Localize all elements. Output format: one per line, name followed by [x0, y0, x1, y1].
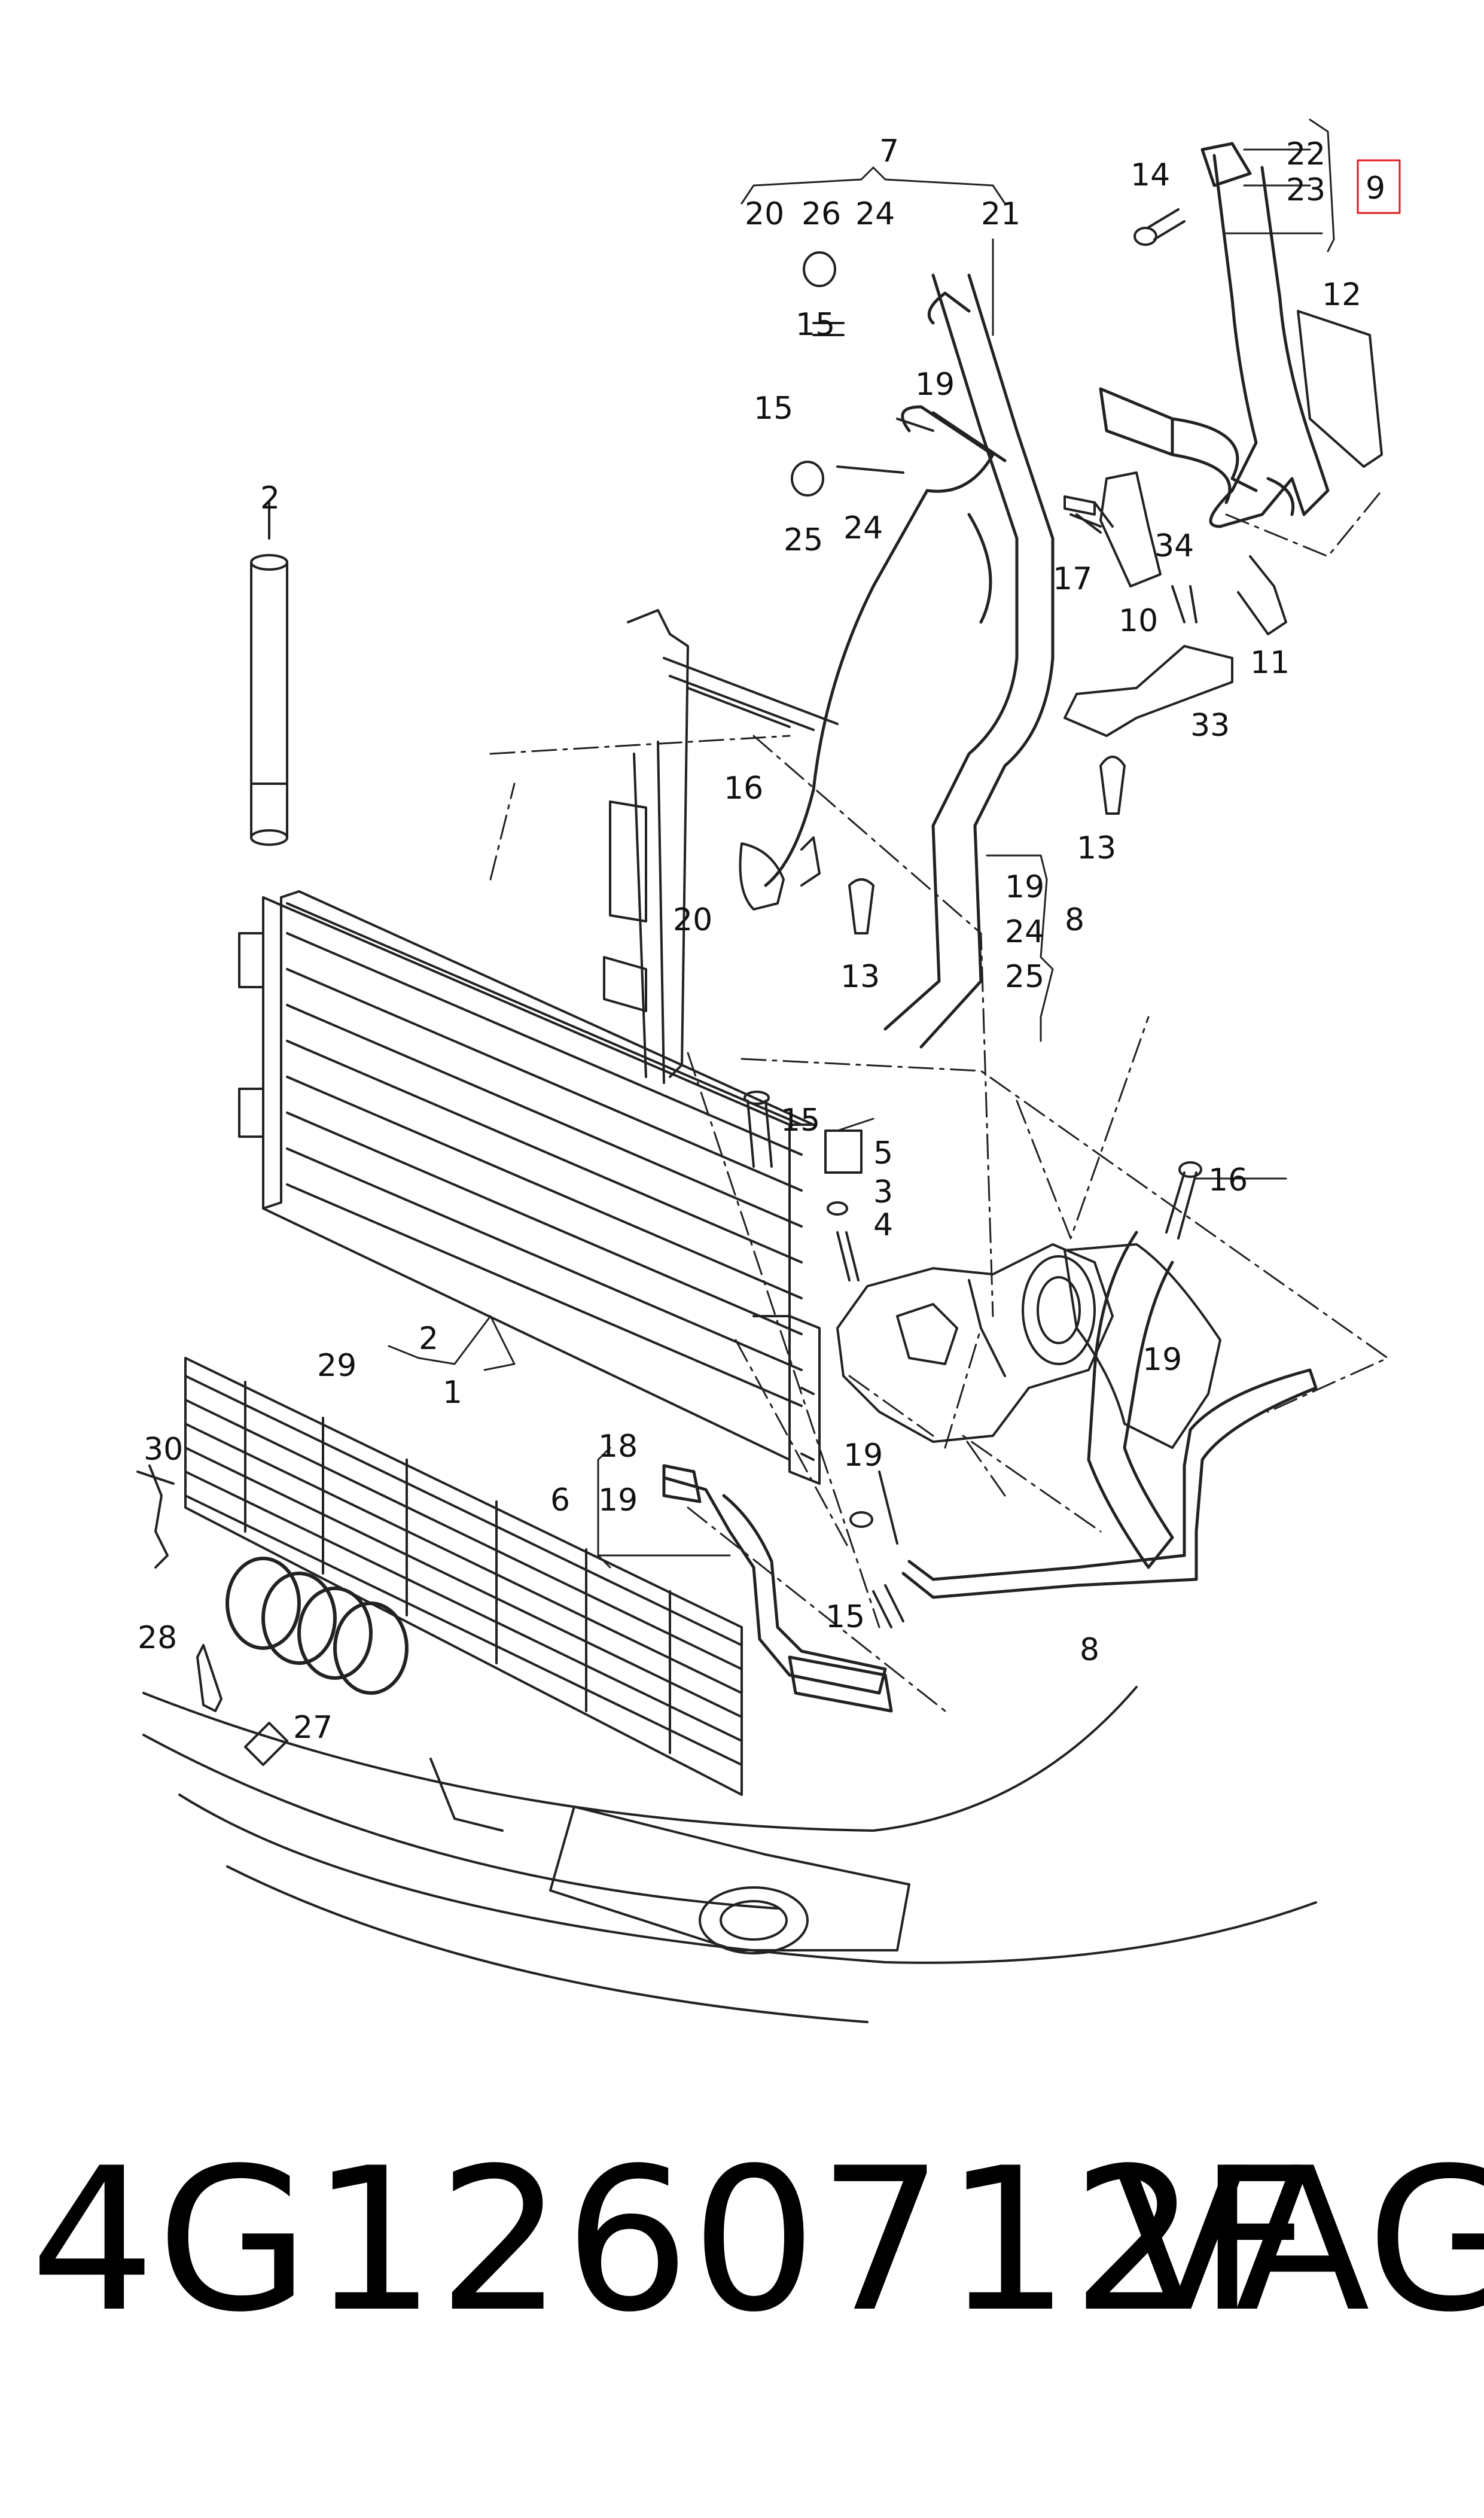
- callout-9: 9: [1366, 170, 1385, 206]
- audi-logo: [226, 1557, 409, 1695]
- callout-15: 15: [781, 1103, 820, 1138]
- part-number: 4G1260712F: [30, 2126, 1314, 2355]
- callout-29: 29: [317, 1348, 356, 1384]
- callout-27: 27: [293, 1710, 333, 1746]
- callout-24: 24: [843, 510, 883, 546]
- callout-22: 22: [1286, 136, 1325, 172]
- callout-labels: 7 20 26 24 21 15 15 19 25 24 14 22 23 9 …: [138, 133, 1385, 1746]
- leader-lines: [489, 489, 1389, 1712]
- callout-15: 15: [754, 391, 793, 427]
- callout-13: 13: [1077, 830, 1116, 866]
- callout-23: 23: [1286, 172, 1325, 208]
- callout-8: 8: [1080, 1632, 1099, 1668]
- callout-34: 34: [1154, 528, 1194, 564]
- callout-15: 15: [796, 307, 835, 343]
- callout-11: 11: [1250, 645, 1290, 681]
- callout-25: 25: [1005, 959, 1044, 995]
- callout-19: 19: [1142, 1342, 1182, 1378]
- radiator: [603, 609, 839, 1084]
- callout-12: 12: [1322, 277, 1361, 313]
- callout-28: 28: [138, 1620, 177, 1656]
- bumper: [142, 1686, 1317, 2023]
- callout-10: 10: [1119, 603, 1158, 639]
- callout-brackets: [388, 118, 1335, 1569]
- callout-20: 20: [673, 902, 712, 938]
- lower-hoses: [662, 1231, 1318, 1713]
- ac-parts-diagram: 7 20 26 24 21 15 15 19 25 24 14 22 23 9 …: [136, 118, 1401, 2023]
- compressor: [836, 1243, 1114, 1443]
- callout-20: 20: [745, 196, 784, 232]
- callout-21: 21: [981, 196, 1020, 232]
- grille: [184, 1357, 743, 1796]
- condenser: [238, 890, 821, 1485]
- callout-14: 14: [1130, 157, 1170, 193]
- callout-16: 16: [724, 771, 763, 806]
- callout-25: 25: [784, 522, 823, 558]
- highlight-box: [1357, 159, 1401, 214]
- drain-tube: [250, 501, 288, 846]
- fasteners: [136, 208, 1202, 1766]
- callout-26: 26: [802, 196, 841, 232]
- callout-19: 19: [915, 367, 955, 403]
- callout-2: 2: [260, 480, 280, 516]
- pipe-assembly-7: [764, 142, 1330, 1049]
- callout-2: 2: [419, 1321, 438, 1357]
- callout-19: 19: [843, 1438, 883, 1473]
- callout-17: 17: [1053, 561, 1092, 597]
- callout-1: 1: [443, 1375, 462, 1411]
- callout-19: 19: [598, 1482, 638, 1518]
- callout-16: 16: [1208, 1162, 1248, 1198]
- callout-5: 5: [873, 1135, 893, 1171]
- callout-30: 30: [144, 1432, 183, 1467]
- callout-3: 3: [873, 1174, 893, 1210]
- callout-18: 18: [598, 1429, 638, 1464]
- brand-name: VAG: [1113, 2126, 1484, 2355]
- callout-24: 24: [855, 196, 895, 232]
- callout-7: 7: [879, 133, 899, 169]
- brackets: [739, 310, 1383, 1449]
- callout-15: 15: [825, 1599, 865, 1635]
- callout-33: 33: [1190, 708, 1230, 744]
- callout-13: 13: [840, 959, 880, 995]
- callout-24: 24: [1005, 914, 1044, 950]
- callout-4: 4: [873, 1207, 893, 1243]
- callout-19: 19: [1005, 869, 1044, 905]
- callout-6: 6: [550, 1482, 570, 1518]
- callout-8: 8: [1065, 902, 1084, 938]
